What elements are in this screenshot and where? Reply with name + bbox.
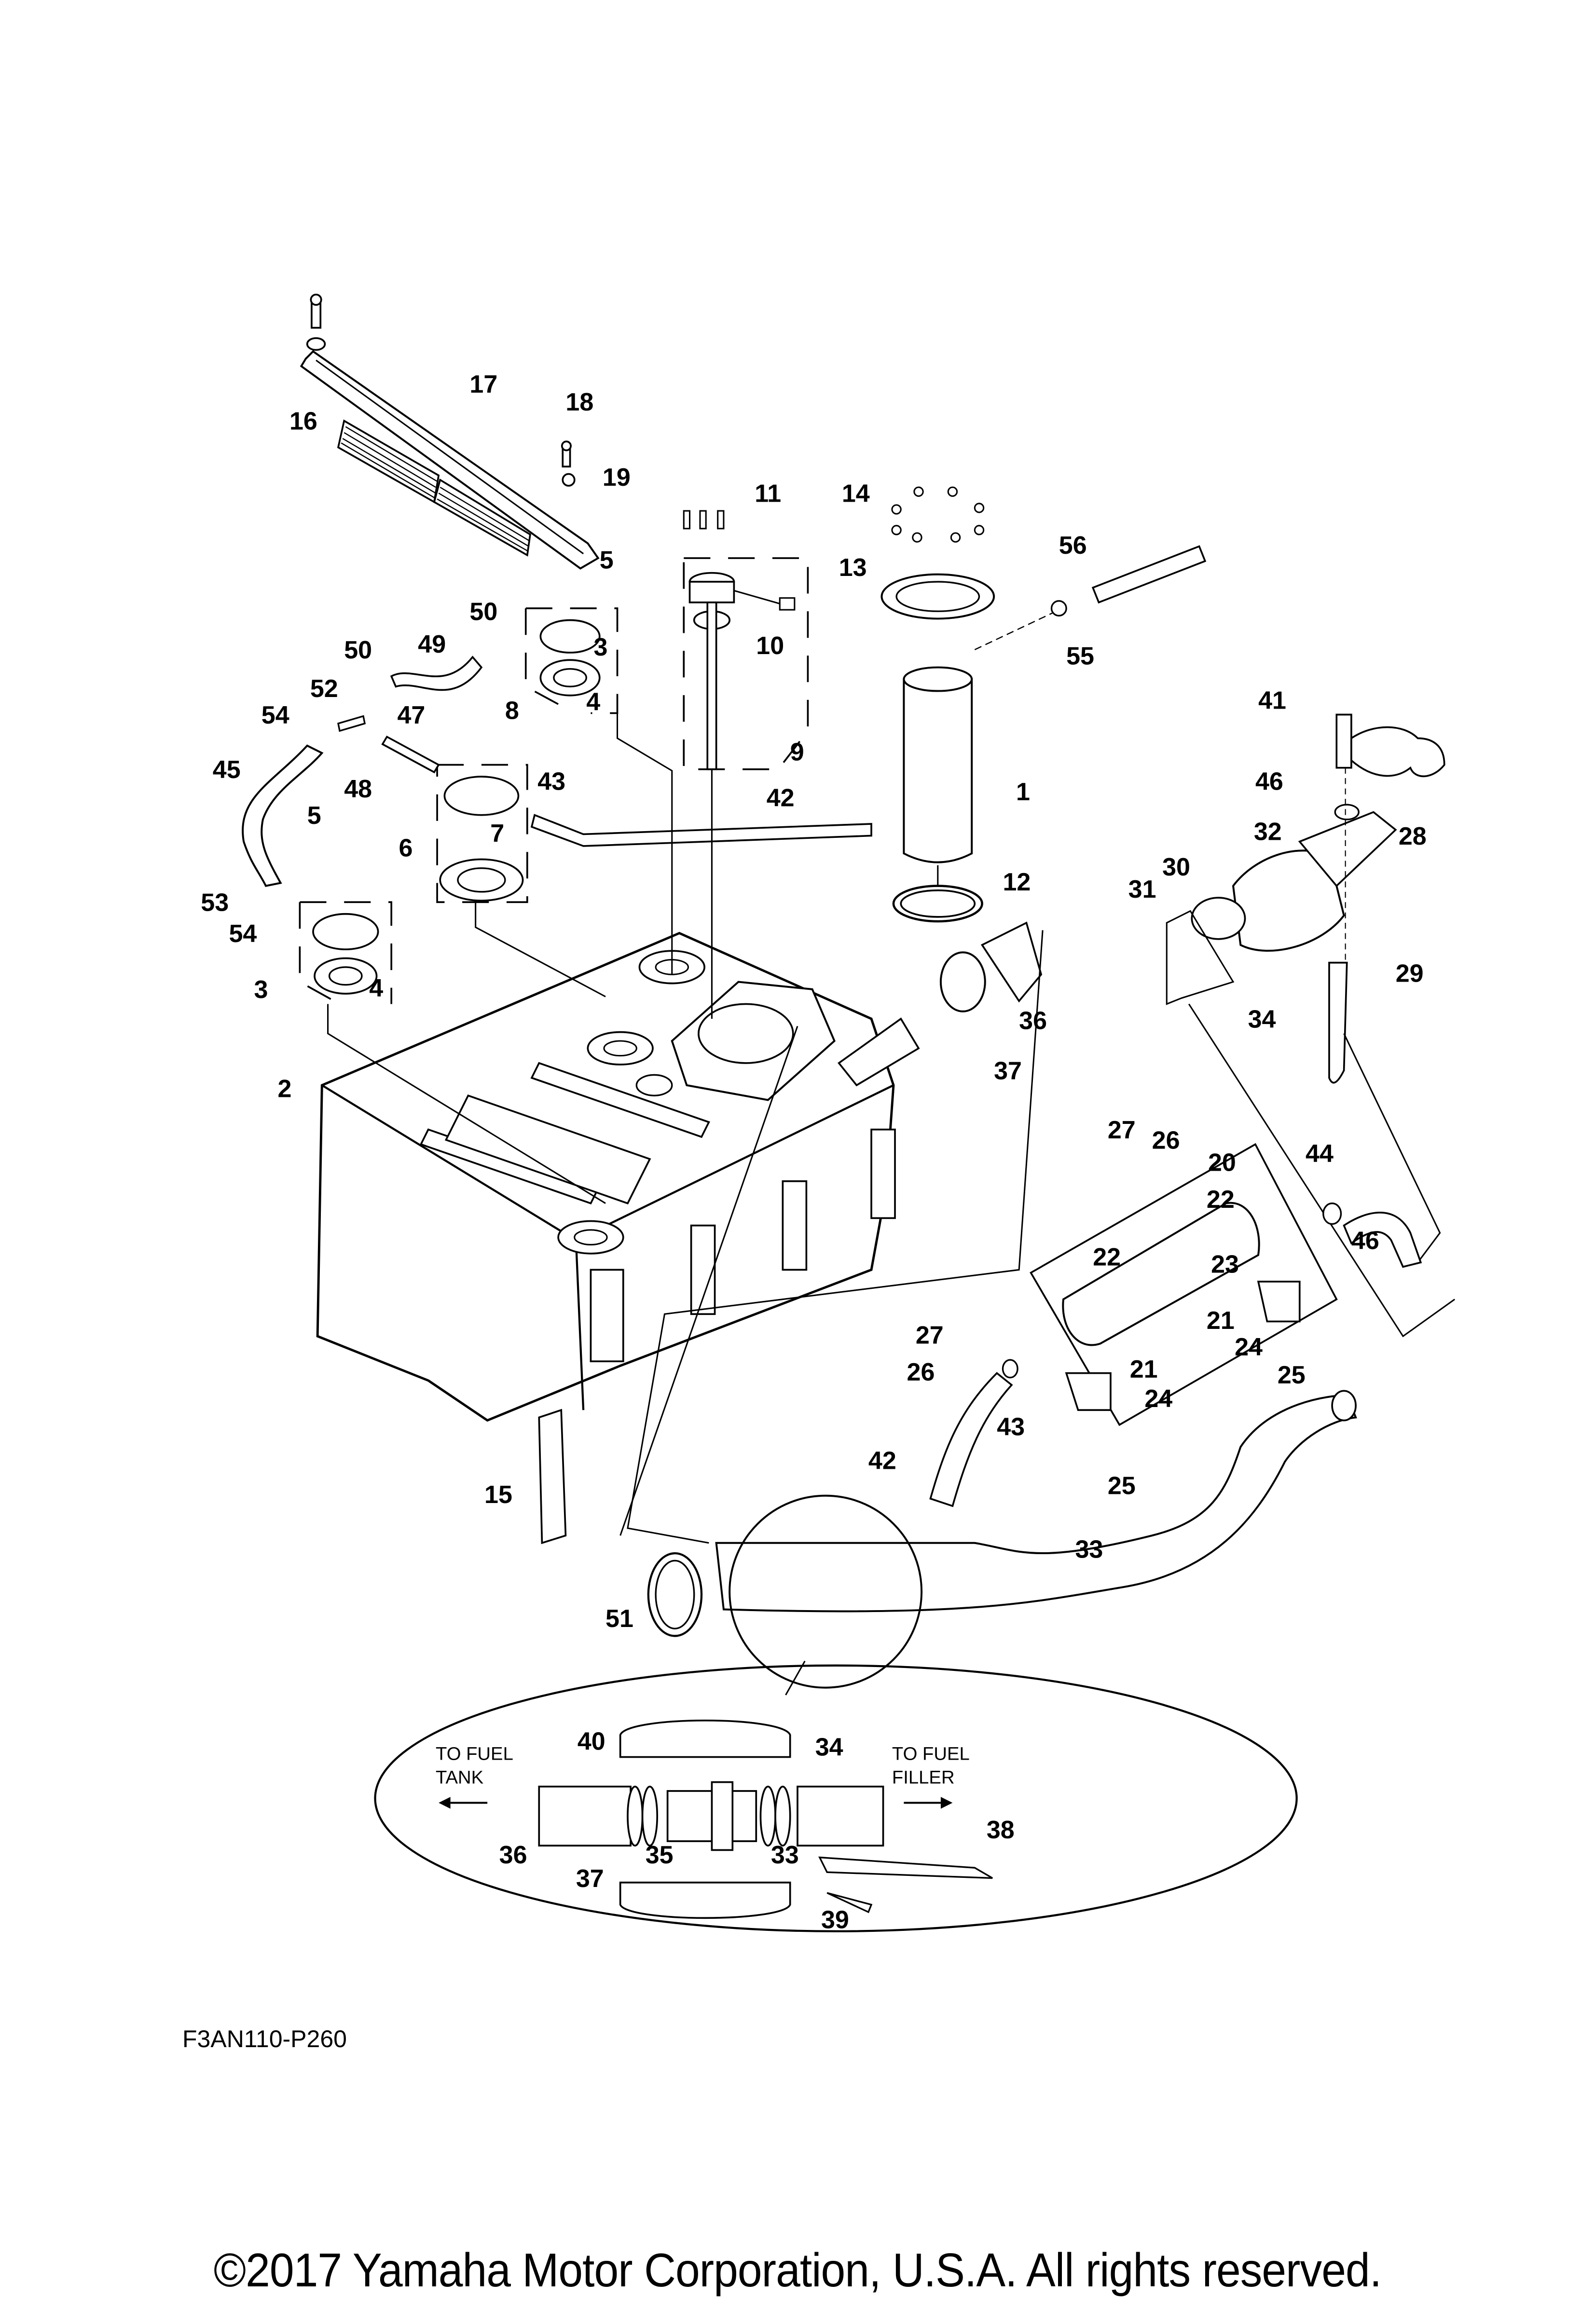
copyright-notice: ©2017 Yamaha Motor Corporation, U.S.A. A… <box>213 2243 1382 2297</box>
callout-label-21: 21 <box>1130 1355 1158 1383</box>
callout-label-20: 20 <box>1208 1148 1236 1176</box>
callout-label-39: 39 <box>821 1906 849 1934</box>
callout-label-43: 43 <box>997 1413 1025 1441</box>
callout-label-13: 13 <box>839 554 867 582</box>
callout-label-19: 19 <box>603 464 631 492</box>
callout-label-29: 29 <box>1396 960 1424 988</box>
callout-label-24: 24 <box>1235 1333 1263 1361</box>
callout-label-51: 51 <box>605 1605 633 1633</box>
callout-label-23: 23 <box>1211 1251 1239 1279</box>
callout-label-36: 36 <box>1019 1007 1047 1035</box>
callout-label-2: 2 <box>277 1075 291 1103</box>
inset-note-right-line1: TO FUEL <box>892 1744 970 1764</box>
callout-label-40: 40 <box>578 1727 605 1755</box>
callout-label-22: 22 <box>1207 1186 1235 1214</box>
callout-label-25: 25 <box>1108 1472 1136 1500</box>
callout-label-22: 22 <box>1093 1243 1121 1271</box>
inset-note-left-line1: TO FUEL <box>436 1744 513 1764</box>
rail-bar-part <box>300 350 600 570</box>
callout-label-16: 16 <box>289 408 317 436</box>
callout-label-21: 21 <box>1207 1307 1235 1335</box>
screw-group <box>891 486 985 543</box>
callout-label-44: 44 <box>1306 1140 1334 1168</box>
callout-label-41: 41 <box>1258 686 1286 714</box>
callout-label-27: 27 <box>1108 1116 1136 1144</box>
callout-label-54: 54 <box>229 920 257 948</box>
callout-label-46: 46 <box>1351 1227 1379 1255</box>
callout-label-10: 10 <box>756 632 784 660</box>
callout-label-48: 48 <box>344 775 372 803</box>
callout-label-35: 35 <box>646 1841 674 1869</box>
callout-label-45: 45 <box>213 756 241 784</box>
diagram-reference-code: F3AN110-P260 <box>182 2025 347 2052</box>
fuel-tank-part <box>316 931 920 1422</box>
callout-label-55: 55 <box>1066 642 1094 670</box>
callout-label-47: 47 <box>397 701 425 729</box>
callout-label-50: 50 <box>469 598 497 626</box>
inset-note-right-line2: FILLER <box>892 1767 955 1788</box>
callout-label-9: 9 <box>790 738 804 766</box>
callout-label-52: 52 <box>310 675 338 703</box>
callout-label-53: 53 <box>201 889 229 917</box>
mat-part <box>337 419 531 557</box>
callout-label-27: 27 <box>916 1322 944 1350</box>
callout-label-5: 5 <box>600 546 614 574</box>
callout-label-46: 46 <box>1255 768 1283 796</box>
callout-label-30: 30 <box>1162 853 1190 881</box>
detail-inset-oval <box>374 1664 1298 1932</box>
callout-label-36: 36 <box>499 1841 527 1869</box>
callout-label-11: 11 <box>755 480 781 508</box>
callout-label-37: 37 <box>994 1057 1022 1085</box>
callout-label-42: 42 <box>767 784 795 812</box>
callout-label-54: 54 <box>261 701 289 729</box>
callout-label-1: 1 <box>1016 778 1030 806</box>
callout-label-4: 4 <box>586 688 600 716</box>
callout-label-3: 3 <box>594 633 608 661</box>
callout-label-33: 33 <box>1075 1535 1103 1563</box>
callout-label-49: 49 <box>418 630 446 658</box>
callout-label-34: 34 <box>1248 1005 1276 1033</box>
callout-label-37: 37 <box>576 1865 604 1893</box>
callout-label-3: 3 <box>254 976 268 1004</box>
bolt-icon <box>306 293 326 351</box>
inset-note-left-line2: TANK <box>436 1767 484 1788</box>
callout-label-8: 8 <box>505 697 519 725</box>
callout-label-18: 18 <box>565 388 593 416</box>
callout-label-24: 24 <box>1144 1385 1172 1413</box>
callout-label-4: 4 <box>369 974 383 1002</box>
callout-label-42: 42 <box>868 1447 896 1475</box>
diagram-artwork <box>242 293 1456 1932</box>
callout-label-50: 50 <box>344 636 372 664</box>
callout-label-25: 25 <box>1278 1361 1306 1389</box>
callout-label-43: 43 <box>537 768 565 796</box>
callout-labels: 1233445567891011121314151617181920212122… <box>201 370 1426 1934</box>
callout-label-32: 32 <box>1254 818 1282 846</box>
callout-label-26: 26 <box>1152 1126 1180 1154</box>
callout-label-5: 5 <box>307 802 321 830</box>
callout-label-12: 12 <box>1003 868 1031 896</box>
callout-label-56: 56 <box>1059 532 1087 560</box>
callout-label-26: 26 <box>907 1358 935 1386</box>
callout-label-31: 31 <box>1128 875 1156 903</box>
callout-label-6: 6 <box>399 834 413 862</box>
callout-label-7: 7 <box>490 820 504 848</box>
callout-label-34: 34 <box>815 1734 843 1762</box>
callout-label-17: 17 <box>469 370 497 398</box>
callout-label-28: 28 <box>1399 822 1427 850</box>
callout-label-33: 33 <box>771 1841 799 1869</box>
callout-label-38: 38 <box>987 1816 1015 1844</box>
callout-label-14: 14 <box>842 480 870 508</box>
callout-label-15: 15 <box>484 1481 512 1509</box>
